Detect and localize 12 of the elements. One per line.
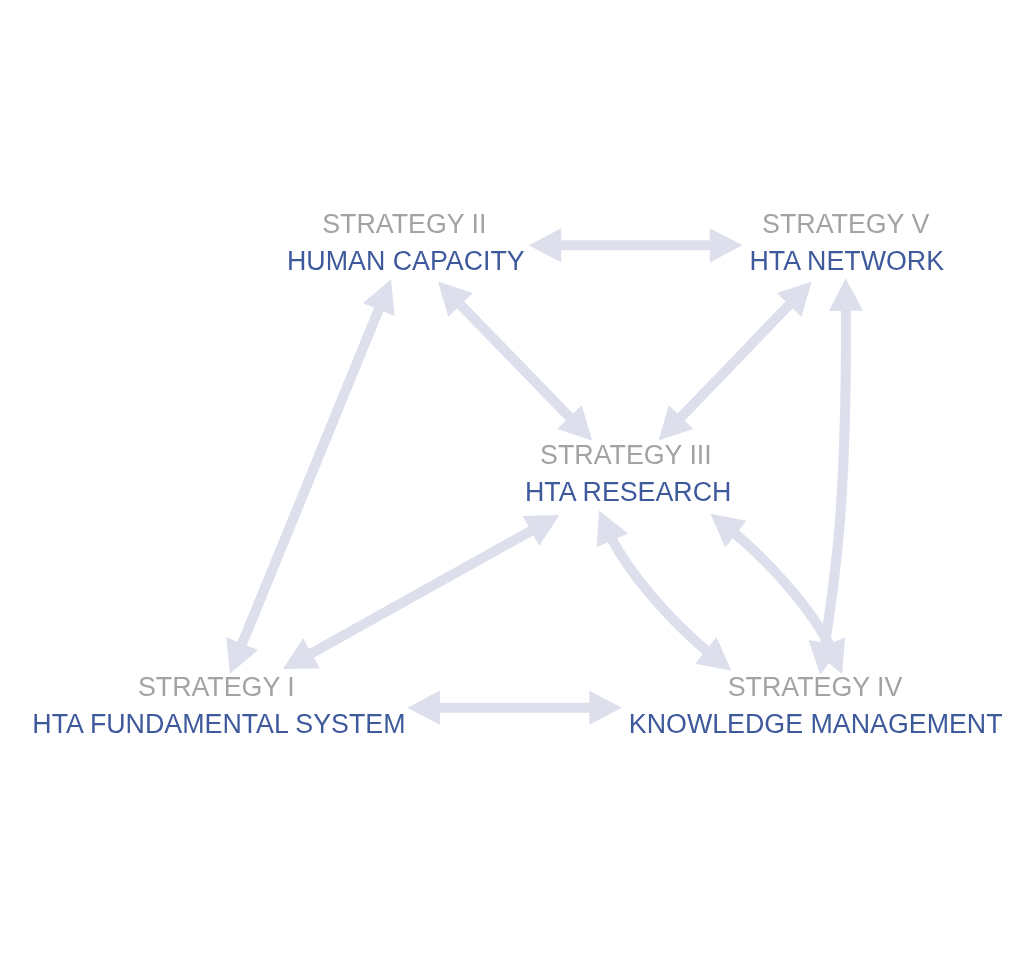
node-text: STRATEGY IV KNOWLEDGE MANAGEMENT bbox=[628, 671, 1003, 739]
arrow bbox=[226, 279, 395, 674]
arrow bbox=[282, 514, 560, 670]
arrow bbox=[658, 281, 812, 441]
node-text: STRATEGY III HTA RESEARCH bbox=[524, 440, 732, 508]
arrow bbox=[528, 228, 743, 263]
node-text: STRATEGY II HUMAN CAPACITY bbox=[287, 209, 525, 277]
node-text: STRATEGY V HTA NETWORK bbox=[749, 209, 945, 277]
arrow bbox=[407, 690, 622, 725]
arrow bbox=[596, 510, 732, 671]
node-text: STRATEGY I HTA FUNDAMENTAL SYSTEM bbox=[32, 671, 406, 739]
arrow bbox=[437, 281, 593, 441]
